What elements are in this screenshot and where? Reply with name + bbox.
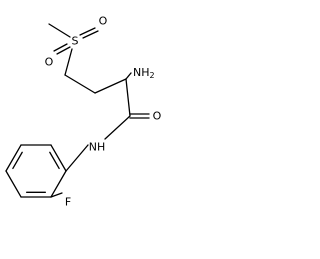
bond-ch2-alpha: [94, 78, 127, 94]
ring-bond-1: [50, 170, 67, 198]
ring-inner-2: [12, 151, 23, 170]
bond-ch2-ch2: [64, 74, 96, 94]
bond-alpha-carbonyl: [125, 78, 131, 117]
ring-bond-3: [5, 170, 22, 198]
bond-s-o-top-b: [82, 30, 99, 39]
atom-amide-nitrogen: NH: [89, 141, 106, 154]
bond-s-o-bottom-b: [56, 46, 71, 55]
atom-amine-subscript: 2: [150, 71, 155, 80]
bond-nh-ring: [65, 144, 89, 172]
atom-oxygen-carbonyl: O: [153, 110, 162, 123]
bond-s-o-bottom-a: [53, 43, 68, 52]
atom-amine: NH2: [133, 66, 155, 80]
bonds: [5, 23, 150, 198]
ring-bond-4: [5, 144, 22, 172]
bond-carbonyl-nh: [104, 115, 131, 140]
atom-oxygen-sulfonyl-bottom: O: [45, 56, 54, 69]
bond-ring-fluorine: [50, 192, 63, 198]
bond-methyl-sulfur: [48, 23, 71, 38]
atom-fluorine: F: [65, 196, 71, 209]
bond-alpha-amine: [125, 72, 132, 80]
ring-bond-6: [50, 144, 67, 172]
bond-s-o-top-a: [79, 27, 96, 36]
atom-amine-symbol: NH: [133, 66, 150, 79]
ring-inner-3: [49, 151, 60, 170]
atom-oxygen-sulfonyl-top: O: [99, 15, 108, 28]
atom-sulfur: S: [72, 35, 79, 48]
bond-sulfur-ch2: [64, 48, 73, 76]
